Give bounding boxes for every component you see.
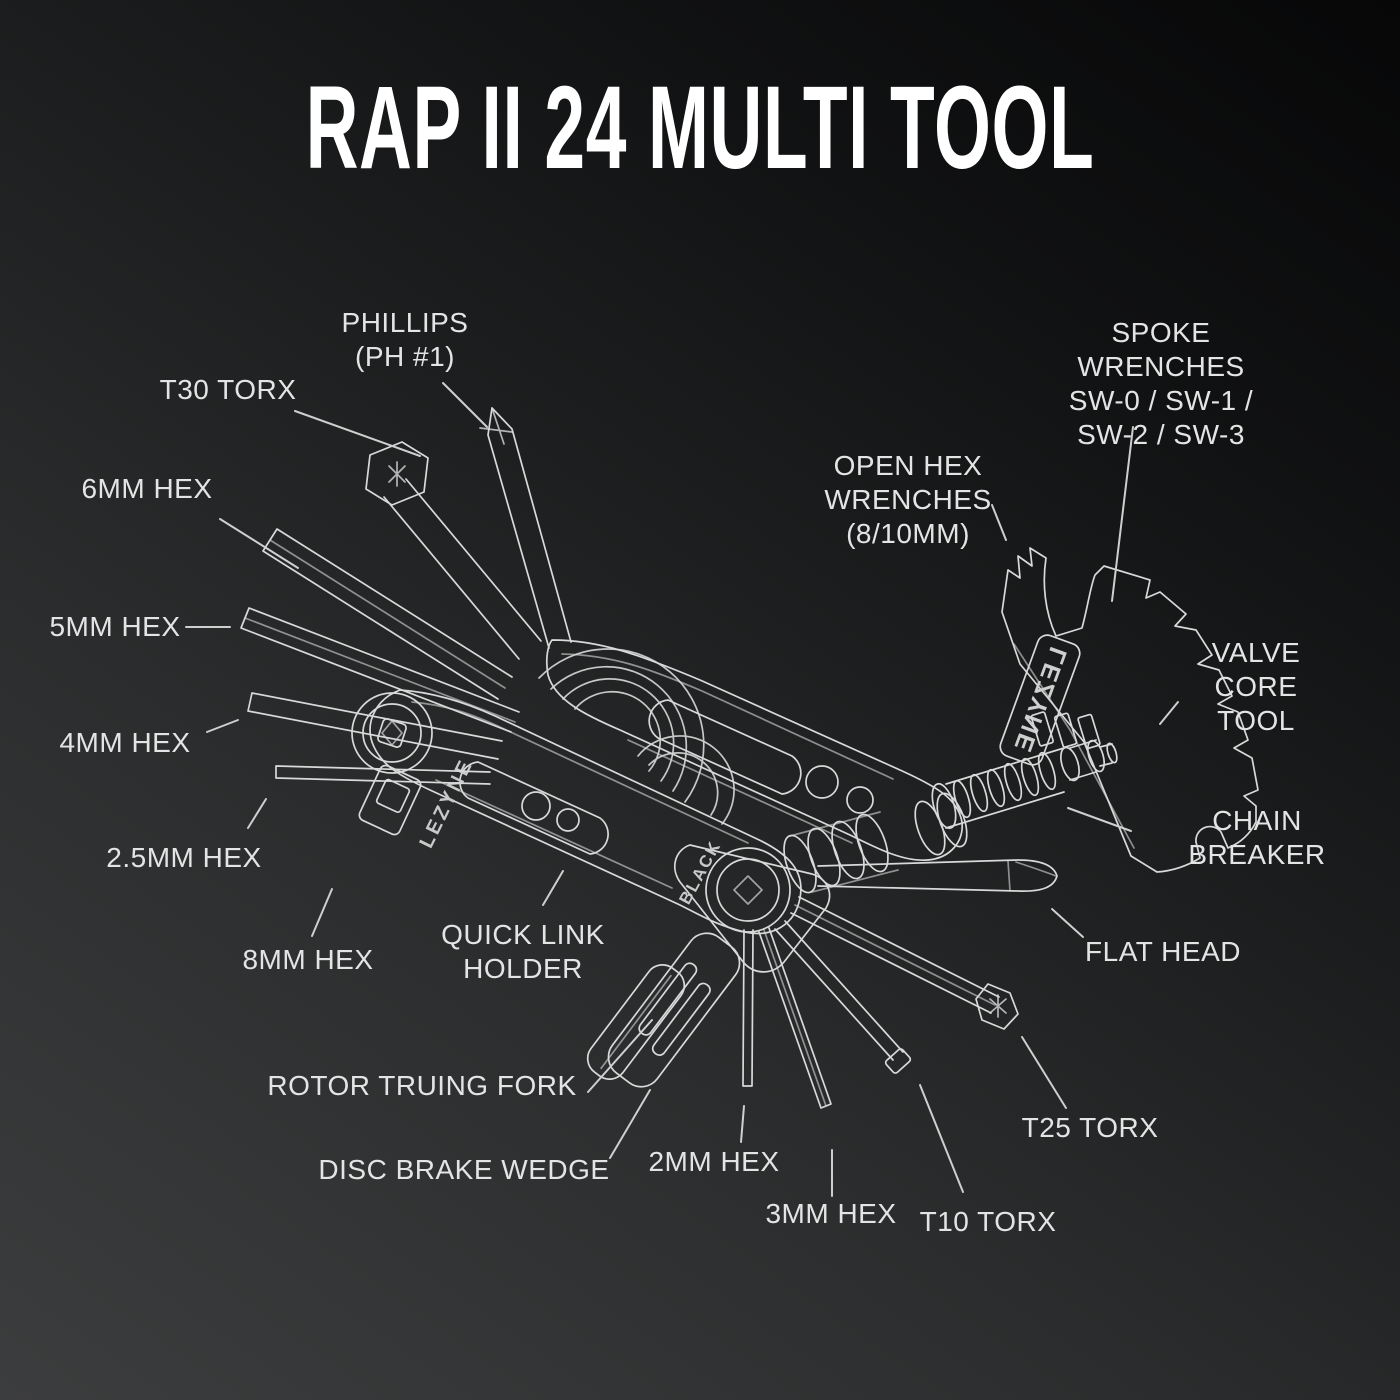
- leader-4mm: [206, 719, 239, 733]
- label-t10-torx: T10 TORX: [919, 1206, 1057, 1237]
- label-chain-breaker: CHAIN BREAKER: [1188, 805, 1326, 870]
- phillips-bit: [479, 407, 572, 649]
- left-pivot: LEZYNE: [351, 692, 478, 852]
- label-2-5mm-hex: 2.5MM HEX: [106, 842, 262, 873]
- torx-bit-t10: [774, 920, 912, 1074]
- label-spoke-wrenches: SPOKE WRENCHES SW-0 / SW-1 / SW-2 / SW-3: [1068, 317, 1254, 450]
- leader-spoke-wrenches: [1111, 426, 1134, 602]
- leader-phillips: [442, 382, 488, 428]
- leader-quick-link: [542, 870, 564, 906]
- label-valve-core-tool: VALVE CORE TOOL: [1211, 637, 1301, 736]
- leader-disc-wedge: [609, 1089, 651, 1159]
- label-t25-torx: T25 TORX: [1021, 1112, 1159, 1143]
- leader-t10: [919, 1084, 964, 1193]
- hex-key-3mm: [758, 927, 832, 1109]
- leader-rotor-fork: [587, 1019, 653, 1093]
- page-title: RAP II 24 MULTI TOOL: [305, 62, 1095, 194]
- label-2mm-hex: 2MM HEX: [648, 1146, 780, 1177]
- label-flat-head: FLAT HEAD: [1085, 936, 1241, 967]
- leader-6mm: [219, 518, 299, 569]
- hex-bit-8mm: [358, 764, 422, 836]
- hex-key-4mm: [247, 692, 503, 760]
- leader-2-5mm: [247, 798, 267, 829]
- label-5mm-hex: 5MM HEX: [49, 611, 181, 642]
- rotor-truing-fork: [607, 932, 741, 1088]
- label-disc-brake-wedge: DISC BRAKE WEDGE: [318, 1154, 610, 1185]
- leader-valve-core: [1159, 701, 1179, 725]
- hex-key-2-5mm: [275, 765, 491, 785]
- hex-key-t30: [365, 441, 542, 660]
- label-phillips: PHILLIPS (PH #1): [341, 307, 469, 372]
- disc-brake-wedge: [586, 964, 686, 1080]
- label-8mm-hex: 8MM HEX: [242, 944, 374, 975]
- leader-flat-head: [1051, 908, 1084, 938]
- barrel-rings: [783, 811, 899, 894]
- label-open-hex-wrenches: OPEN HEX WRENCHES (8/10MM): [824, 450, 992, 549]
- leader-8mm: [311, 888, 333, 937]
- leader-lines: [185, 382, 1179, 1197]
- torx-bit-t25: [790, 896, 1019, 1030]
- label-3mm-hex: 3MM HEX: [765, 1198, 897, 1229]
- label-quick-link-holder: QUICK LINK HOLDER: [441, 919, 605, 984]
- left-knuckle-rings: [538, 648, 735, 825]
- leader-t25: [1021, 1036, 1067, 1109]
- flat-head-bit: [817, 859, 1058, 892]
- hex-key-2mm: [742, 929, 754, 1087]
- leader-open-hex: [991, 504, 1007, 541]
- label-6mm-hex: 6MM HEX: [81, 473, 213, 504]
- label-rotor-truing-fork: ROTOR TRUING FORK: [267, 1070, 577, 1101]
- label-t30-torx: T30 TORX: [159, 374, 297, 405]
- leader-chain-breaker: [1067, 807, 1132, 832]
- hex-key-5mm: [240, 607, 520, 733]
- leader-2mm: [740, 1105, 745, 1143]
- label-4mm-hex: 4MM HEX: [59, 727, 191, 758]
- upper-arm: [545, 639, 968, 862]
- quick-link-holder-slot: [459, 761, 609, 855]
- leader-t30: [294, 410, 421, 457]
- hex-key-6mm: [262, 528, 513, 700]
- valve-core-slots: [1030, 711, 1101, 750]
